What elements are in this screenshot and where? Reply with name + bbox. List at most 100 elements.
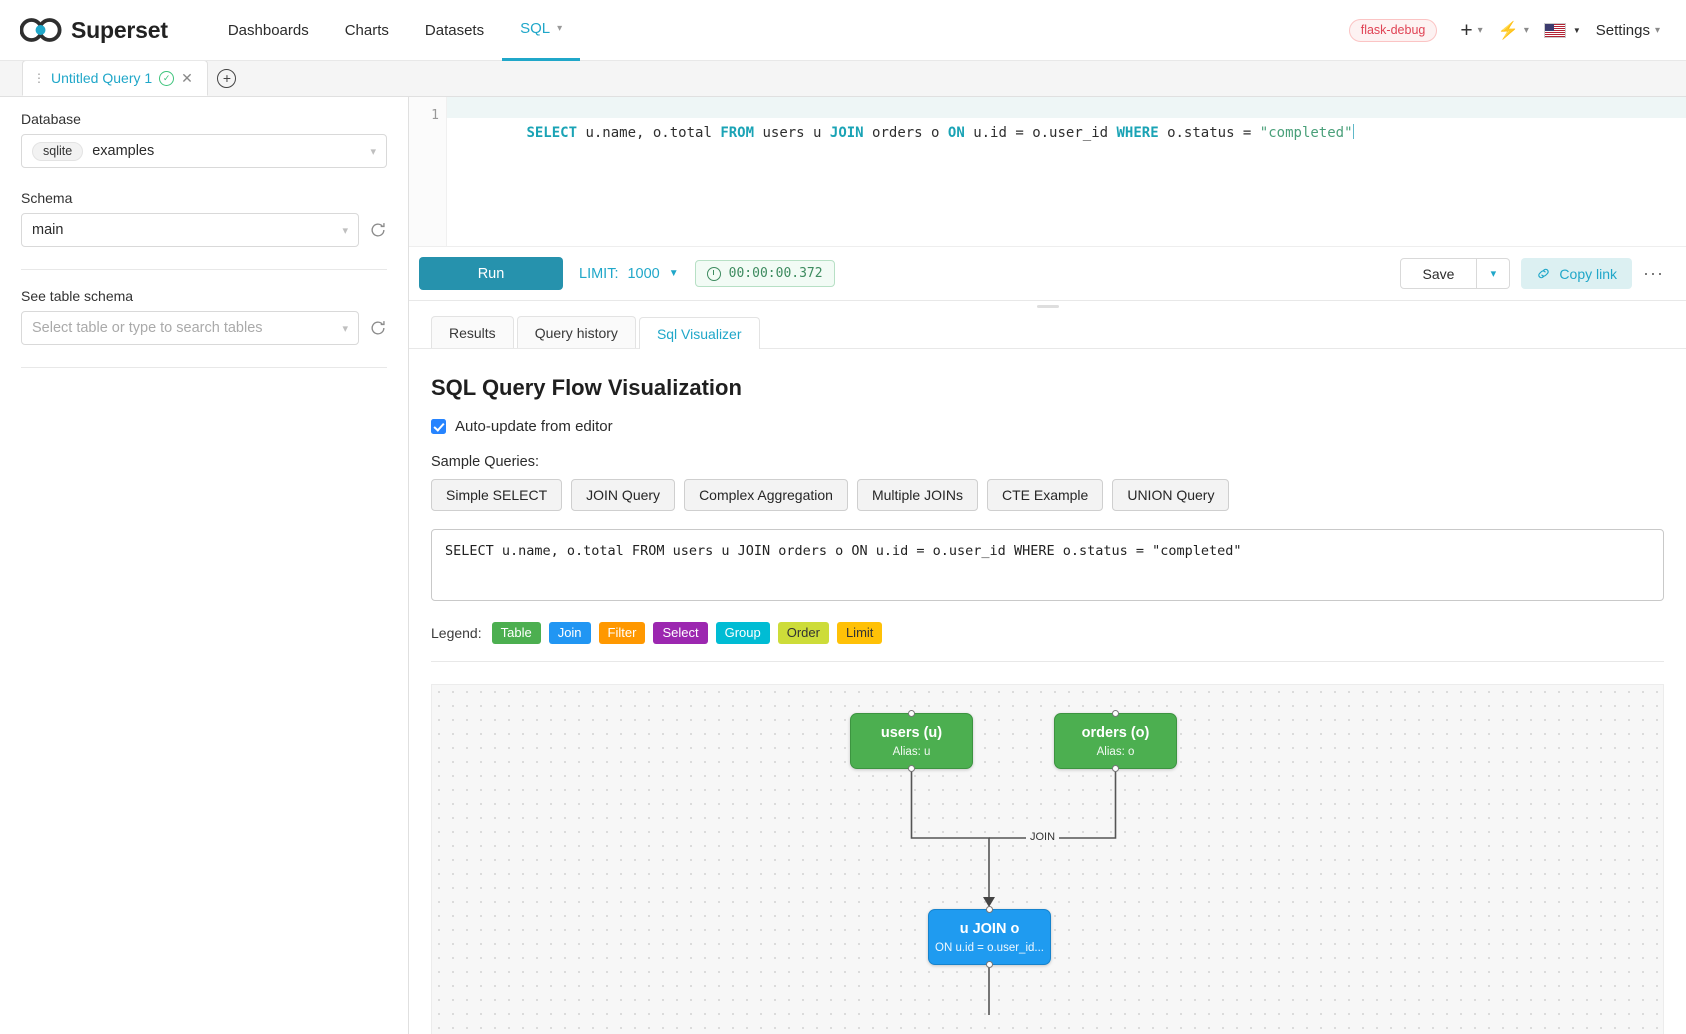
- run-toolbar-right: Save ▾ Copy link ···: [1399, 258, 1665, 289]
- table-schema-field-group: See table schema Select table or type to…: [21, 288, 387, 345]
- flow-node-orders[interactable]: orders (o) Alias: o: [1054, 710, 1177, 772]
- us-flag-icon: [1543, 22, 1566, 38]
- database-select[interactable]: sqlite examples ▾: [21, 134, 387, 168]
- triangle-down-icon: ▼: [1572, 25, 1581, 35]
- language-selector[interactable]: ▼: [1540, 21, 1585, 40]
- query-tab-bar: ⋮ Untitled Query 1 ✓ ✕ +: [0, 60, 1686, 97]
- drag-handle-icon[interactable]: ⋮: [33, 71, 45, 85]
- tab-sql-visualizer[interactable]: Sql Visualizer: [638, 317, 760, 349]
- sample-button-join-query[interactable]: JOIN Query: [571, 479, 676, 511]
- nav-link-datasets[interactable]: Datasets: [407, 0, 502, 61]
- schema-field-group: Schema main ▾: [21, 190, 387, 247]
- nav-link-label: Charts: [344, 21, 389, 39]
- legend-chip-group: Group: [715, 622, 770, 644]
- brand-logo-group[interactable]: Superset: [20, 17, 168, 44]
- panel-divider-2: [21, 367, 387, 368]
- new-item-button[interactable]: + ▾: [1456, 18, 1486, 43]
- schema-select-value: main: [32, 222, 64, 238]
- node-port-bottom: [908, 765, 915, 772]
- navbar-right: flask-debug + ▾ ⚡ ▾ ▼ Settings ▾: [1348, 18, 1664, 43]
- sample-button-multiple-joins[interactable]: Multiple JOINs: [856, 479, 978, 511]
- legend-chip-select: Select: [653, 622, 708, 644]
- sample-queries-label: Sample Queries:: [431, 454, 539, 470]
- database-field-group: Database sqlite examples ▾: [21, 111, 387, 168]
- edge-label-join: JOIN: [1026, 830, 1060, 844]
- chevron-down-icon: ▾: [557, 23, 563, 34]
- bolt-menu-button[interactable]: ⚡ ▾: [1494, 20, 1533, 41]
- tab-results[interactable]: Results: [431, 316, 514, 348]
- flask-debug-badge: flask-debug: [1348, 18, 1438, 42]
- pane-resize-handle[interactable]: [409, 301, 1686, 311]
- legend-chip-table: Table: [491, 622, 541, 644]
- bolt-icon: ⚡: [1497, 20, 1519, 40]
- tab-label: Results: [449, 324, 496, 341]
- copy-link-button[interactable]: Copy link: [1521, 258, 1633, 289]
- refresh-schema-icon[interactable]: [369, 221, 387, 239]
- chevron-down-icon: ▾: [1477, 24, 1483, 36]
- more-options-icon[interactable]: ···: [1643, 263, 1664, 283]
- nav-link-dashboards[interactable]: Dashboards: [210, 0, 327, 61]
- node-port-top: [908, 710, 915, 717]
- flow-edges: [910, 769, 1117, 1015]
- legend-chip-filter: Filter: [598, 622, 646, 644]
- query-flow-canvas[interactable]: JOIN users (u) Alias: u orders (o) Alias…: [431, 684, 1664, 1034]
- schema-select[interactable]: main ▾: [21, 213, 359, 247]
- nav-link-sql[interactable]: SQL ▾: [502, 0, 581, 61]
- schema-label: Schema: [21, 190, 73, 206]
- settings-menu[interactable]: Settings ▾: [1592, 20, 1664, 41]
- flow-node-subtitle: ON u.id = o.user_id...: [935, 942, 1044, 955]
- nav-link-charts[interactable]: Charts: [327, 0, 407, 61]
- clock-icon: [706, 266, 721, 281]
- flow-node-title: users (u): [880, 724, 943, 741]
- visualizer-sql-input[interactable]: [431, 529, 1664, 601]
- sql-token: ON: [947, 125, 965, 141]
- workspace: Database sqlite examples ▾ Schema main ▾: [0, 97, 1686, 1034]
- line-number: 1: [431, 108, 439, 123]
- sample-button-complex-aggregation[interactable]: Complex Aggregation: [684, 479, 848, 511]
- right-panel: 1 SELECT u.name, o.total FROM users u JO…: [409, 97, 1686, 1034]
- nav-link-label: Datasets: [424, 21, 485, 39]
- timer-value: 00:00:00.372: [728, 266, 823, 281]
- superset-logo-icon: [20, 18, 62, 42]
- sample-query-buttons: Simple SELECT JOIN Query Complex Aggrega…: [431, 479, 1664, 511]
- legend-label: Legend:: [431, 625, 482, 641]
- sql-editor[interactable]: 1 SELECT u.name, o.total FROM users u JO…: [409, 97, 1686, 247]
- sql-token: JOIN: [829, 125, 864, 141]
- flow-node-users[interactable]: users (u) Alias: u: [850, 710, 973, 772]
- nav-link-label: Dashboards: [227, 21, 309, 39]
- sample-button-simple-select[interactable]: Simple SELECT: [431, 479, 563, 511]
- node-port-top: [986, 906, 993, 913]
- save-button[interactable]: Save: [1399, 258, 1478, 289]
- run-button[interactable]: Run: [419, 257, 563, 290]
- top-navbar: Superset Dashboards Charts Datasets SQL …: [0, 0, 1686, 61]
- left-panel: Database sqlite examples ▾ Schema main ▾: [0, 97, 409, 1034]
- sample-button-cte-example[interactable]: CTE Example: [986, 479, 1104, 511]
- copy-link-label: Copy link: [1559, 265, 1618, 282]
- see-table-schema-label: See table schema: [21, 288, 134, 304]
- limit-value: 1000: [627, 265, 660, 282]
- plus-icon: +: [1460, 18, 1473, 42]
- close-icon[interactable]: ✕: [181, 69, 193, 86]
- tab-query-history[interactable]: Query history: [516, 316, 636, 348]
- flow-node-subtitle: Alias: u: [892, 746, 931, 759]
- auto-update-label[interactable]: Auto-update from editor: [455, 418, 613, 435]
- auto-update-checkbox[interactable]: [431, 419, 446, 434]
- settings-label: Settings: [1595, 21, 1650, 39]
- triangle-down-icon: ▼: [668, 268, 679, 279]
- flow-node-title: u JOIN o: [959, 920, 1020, 937]
- refresh-tables-icon[interactable]: [369, 319, 387, 337]
- legend-chip-limit: Limit: [836, 622, 883, 644]
- nav-links: Dashboards Charts Datasets SQL ▾: [210, 0, 581, 61]
- sql-token: u.id = o.user_id: [964, 125, 1117, 141]
- editor-code-area[interactable]: SELECT u.name, o.total FROM users u JOIN…: [447, 97, 1686, 246]
- page-title: SQL Query Flow Visualization: [431, 375, 742, 400]
- table-select[interactable]: Select table or type to search tables ▾: [21, 311, 359, 345]
- flow-node-join[interactable]: u JOIN o ON u.id = o.user_id...: [928, 906, 1051, 968]
- add-query-tab-button[interactable]: +: [208, 60, 246, 96]
- database-label: Database: [21, 111, 81, 127]
- sample-button-union-query[interactable]: UNION Query: [1112, 479, 1230, 511]
- sql-token: orders o: [863, 125, 948, 141]
- limit-dropdown[interactable]: LIMIT: 1000 ▼: [579, 266, 679, 282]
- save-dropdown-button[interactable]: ▾: [1477, 258, 1511, 289]
- query-tab-untitled-query-1[interactable]: ⋮ Untitled Query 1 ✓ ✕: [22, 60, 208, 96]
